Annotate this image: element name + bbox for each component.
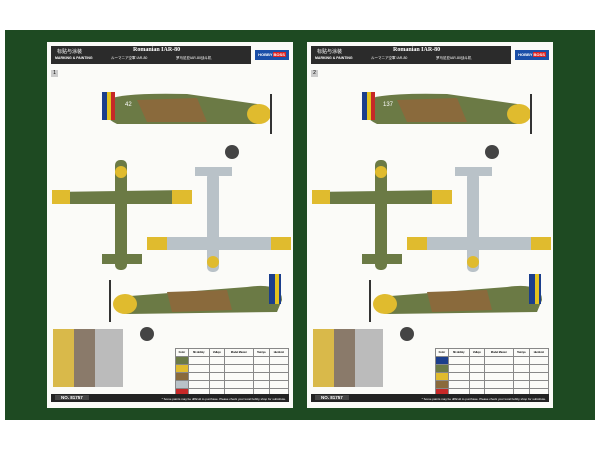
page-header: 标贴与涂装 MARKING & PAINTING Romanian IAR-80…: [51, 46, 251, 64]
top-view: [312, 160, 452, 270]
instruction-page-1: 标贴与涂装 MARKING & PAINTING Romanian IAR-80…: [47, 42, 293, 408]
en-title: MARKING & PAINTING: [55, 56, 93, 60]
side-view-top: 42: [102, 92, 272, 159]
cn-subtitle: 罗马尼亚IAR-80战斗机: [436, 56, 472, 60]
scheme-number: 2: [311, 70, 318, 77]
jp-title: ルーマニア空軍 IAR-80: [371, 56, 408, 60]
side-view-bottom: [369, 274, 542, 341]
detail-photo: [53, 329, 123, 387]
aircraft-profiles: 42: [52, 92, 291, 341]
hobbyboss-logo: HOBBYBOSS: [515, 50, 549, 60]
page-footer: NO. 81757* Some paints may be difficult …: [311, 394, 549, 402]
hobbyboss-logo: HOBBYBOSS: [255, 50, 289, 60]
detail-photo: [313, 329, 383, 387]
instruction-page-2: 标贴与涂装 MARKING & PAINTING Romanian IAR-80…: [307, 42, 553, 408]
page-header: 标贴与涂装 MARKING & PAINTING Romanian IAR-80…: [311, 46, 511, 64]
page-title: Romanian IAR-80: [133, 47, 181, 53]
cn-subtitle: 罗马尼亚IAR-80战斗机: [176, 56, 212, 60]
en-title: MARKING & PAINTING: [315, 56, 353, 60]
cn-title: 标贴与涂装: [57, 49, 83, 55]
bottom-view: [407, 167, 551, 272]
scheme-number: 1: [51, 70, 58, 77]
page-footer: NO. 81757* Some paints may be difficult …: [51, 394, 289, 402]
side-view-top: 137: [362, 92, 532, 159]
cn-title: 标贴与涂装: [317, 49, 343, 55]
svg-text:42: 42: [125, 102, 132, 108]
top-view: [52, 160, 192, 270]
page-title: Romanian IAR-80: [393, 47, 441, 53]
jp-title: ルーマニア空軍 IAR-80: [111, 56, 148, 60]
bottom-view: [147, 167, 291, 272]
aircraft-profiles: 137: [312, 92, 551, 341]
side-view-bottom: [109, 274, 282, 341]
svg-text:137: 137: [383, 102, 394, 108]
